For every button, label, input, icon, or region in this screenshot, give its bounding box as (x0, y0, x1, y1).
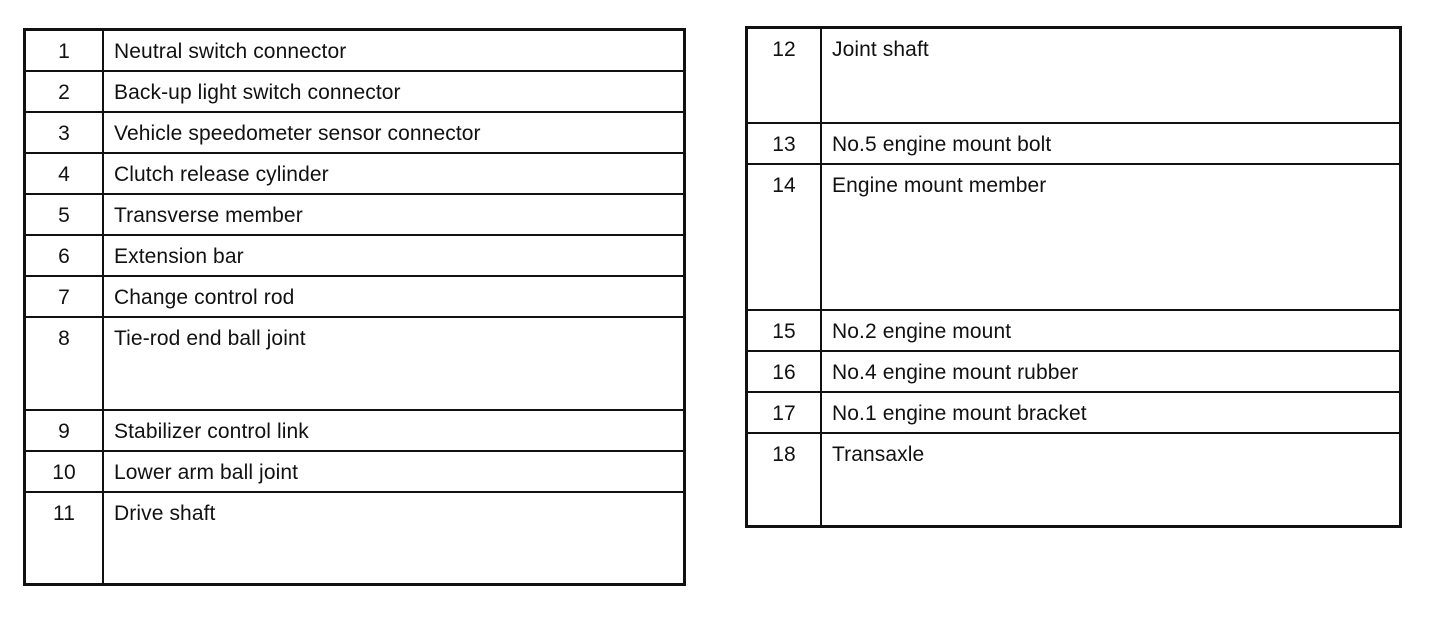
part-number: 16 (745, 350, 822, 393)
part-number: 13 (745, 122, 822, 165)
parts-table-right: 12 Joint shaft 13 No.5 engine mount bolt… (745, 26, 1402, 528)
part-number: 9 (23, 409, 104, 452)
part-name: No.1 engine mount bracket (820, 391, 1402, 434)
part-name: Engine mount member (820, 163, 1402, 311)
table-row: 18 Transaxle (745, 432, 1402, 528)
table-row: 3 Vehicle speedometer sensor connector (23, 111, 686, 154)
part-number: 8 (23, 316, 104, 411)
part-number: 4 (23, 152, 104, 195)
part-number: 12 (745, 26, 822, 124)
table-row: 7 Change control rod (23, 275, 686, 318)
table-row: 4 Clutch release cylinder (23, 152, 686, 195)
part-name: Stabilizer control link (102, 409, 686, 452)
part-name: Drive shaft (102, 491, 686, 586)
table-row: 16 No.4 engine mount rubber (745, 350, 1402, 393)
part-name: No.5 engine mount bolt (820, 122, 1402, 165)
part-name: Change control rod (102, 275, 686, 318)
part-number: 10 (23, 450, 104, 493)
table-row: 9 Stabilizer control link (23, 409, 686, 452)
part-number: 7 (23, 275, 104, 318)
part-name: Transverse member (102, 193, 686, 236)
part-name: No.4 engine mount rubber (820, 350, 1402, 393)
part-name: Back-up light switch connector (102, 70, 686, 113)
part-name: Extension bar (102, 234, 686, 277)
part-number: 3 (23, 111, 104, 154)
parts-table-left: 1 Neutral switch connector 2 Back-up lig… (23, 28, 686, 586)
part-name: Tie-rod end ball joint (102, 316, 686, 411)
part-name: Joint shaft (820, 26, 1402, 124)
part-name: Clutch release cylinder (102, 152, 686, 195)
part-number: 15 (745, 309, 822, 352)
part-name: Transaxle (820, 432, 1402, 528)
table-row: 5 Transverse member (23, 193, 686, 236)
part-number: 2 (23, 70, 104, 113)
part-number: 18 (745, 432, 822, 528)
table-row: 13 No.5 engine mount bolt (745, 122, 1402, 165)
part-number: 5 (23, 193, 104, 236)
table-row: 17 No.1 engine mount bracket (745, 391, 1402, 434)
table-row: 12 Joint shaft (745, 26, 1402, 124)
table-row: 14 Engine mount member (745, 163, 1402, 311)
part-name: Lower arm ball joint (102, 450, 686, 493)
table-row: 2 Back-up light switch connector (23, 70, 686, 113)
table-row: 8 Tie-rod end ball joint (23, 316, 686, 411)
part-number: 17 (745, 391, 822, 434)
part-number: 1 (23, 28, 104, 72)
part-name: Neutral switch connector (102, 28, 686, 72)
part-name: Vehicle speedometer sensor connector (102, 111, 686, 154)
part-number: 14 (745, 163, 822, 311)
table-row: 10 Lower arm ball joint (23, 450, 686, 493)
table-row: 1 Neutral switch connector (23, 28, 686, 72)
part-name: No.2 engine mount (820, 309, 1402, 352)
part-number: 6 (23, 234, 104, 277)
part-number: 11 (23, 491, 104, 586)
table-row: 15 No.2 engine mount (745, 309, 1402, 352)
table-row: 11 Drive shaft (23, 491, 686, 586)
table-row: 6 Extension bar (23, 234, 686, 277)
